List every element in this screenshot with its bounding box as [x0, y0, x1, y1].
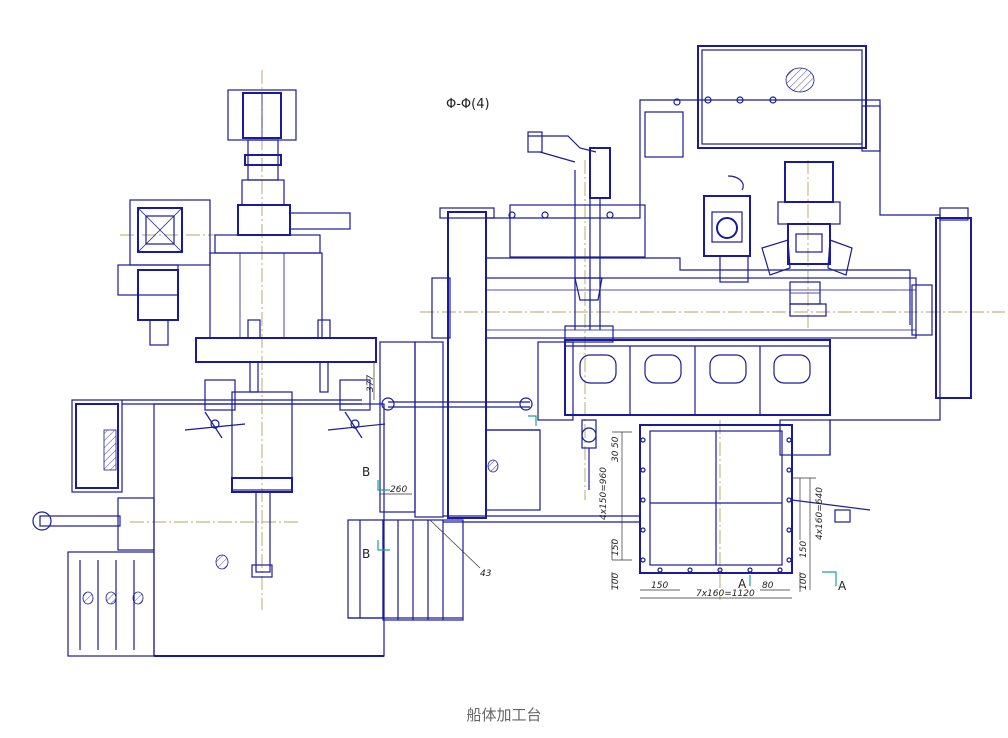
control-cabinet — [32, 399, 385, 657]
dim-7x160-1120: 7x160=1120 — [696, 589, 755, 599]
dim-4x150-960: 4x150=960 — [599, 467, 609, 520]
dim-260: 260 — [390, 485, 407, 495]
section-label-b-upper: B — [362, 465, 370, 479]
figure-caption: 船体加工台 — [466, 706, 542, 724]
dim-150-left: 150 — [611, 539, 621, 556]
dim-50: 50 — [611, 436, 621, 448]
handwheel-left — [184, 411, 246, 439]
dim-80-bottom: 80 — [762, 581, 774, 591]
dim-377: 377 — [366, 375, 376, 392]
center-traverse — [347, 341, 533, 621]
top-hood — [644, 45, 881, 158]
handwheel-right — [327, 411, 386, 439]
dim-150-bottom: 150 — [651, 581, 668, 591]
section-label-b-lower: B — [362, 547, 370, 561]
dim-30: 30 — [611, 450, 621, 462]
left-gearbox — [117, 199, 211, 346]
dim-100-bottom: 100 — [799, 573, 809, 590]
carriage — [485, 339, 831, 511]
main-frame — [431, 99, 972, 519]
tool-spindle — [527, 131, 614, 490]
right-motor — [703, 161, 853, 317]
dim-100-left: 100 — [611, 573, 621, 590]
dim-150-right: 150 — [799, 541, 809, 558]
section-label-a-right: A — [838, 579, 847, 593]
section-label-a-left: A — [738, 577, 747, 591]
work-table — [443, 420, 871, 574]
dimension-lines — [373, 362, 816, 599]
section-title: Φ-Φ(4) — [446, 97, 490, 112]
left-column-tower — [184, 89, 386, 578]
dim-43: 43 — [480, 569, 492, 579]
section-markers: B B A A — [362, 415, 847, 593]
dimension-texts: 377 260 43 30 4x150=960 150 100 150 7x16… — [366, 375, 825, 599]
dim-4x160-640: 4x160=640 — [815, 487, 825, 540]
